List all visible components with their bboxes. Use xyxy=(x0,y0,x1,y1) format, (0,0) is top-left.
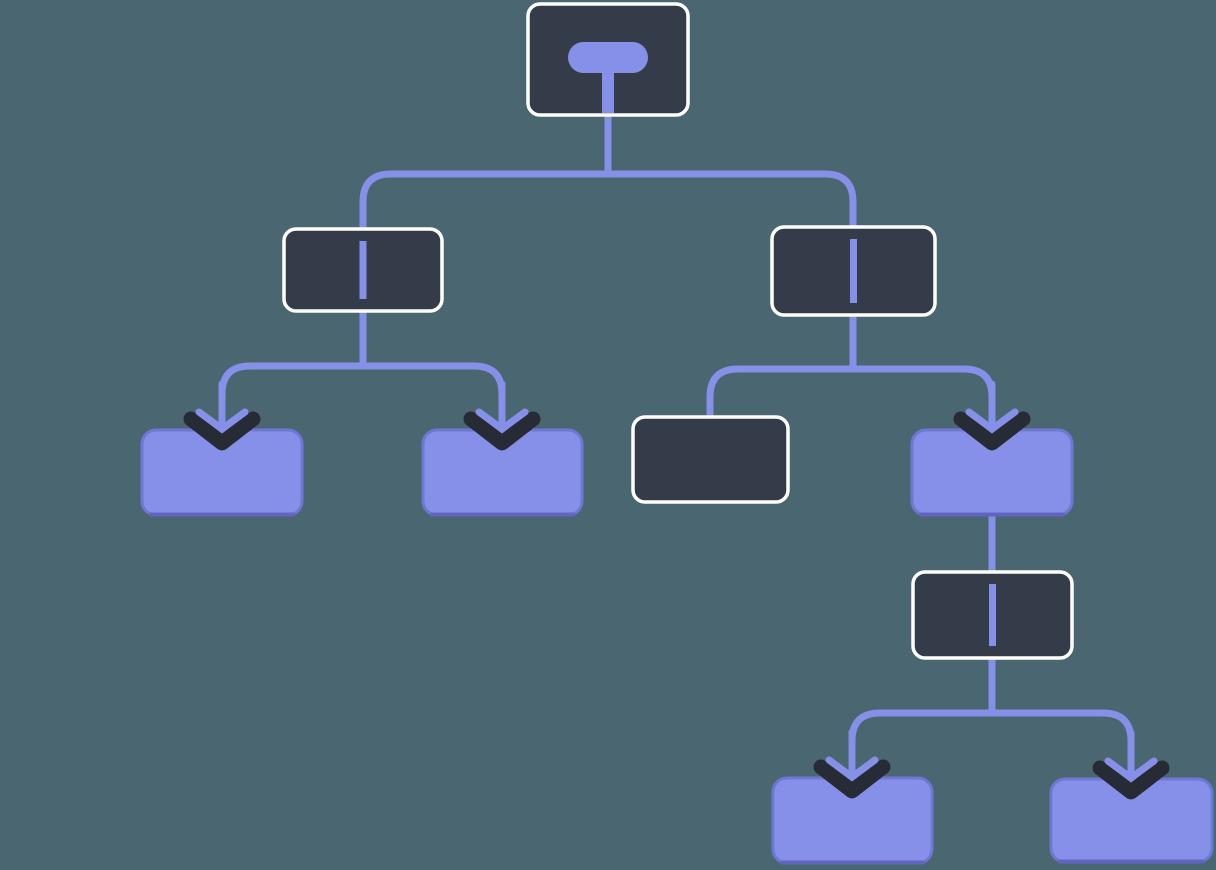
root-icon-stem xyxy=(602,60,614,113)
root-pill-icon xyxy=(568,42,648,73)
arrow-down-icon xyxy=(953,380,1031,451)
dark-node-shape xyxy=(631,415,790,504)
arrow-down-icon xyxy=(183,380,261,451)
connector-branch-right-fork xyxy=(706,312,996,419)
chevron-marker-shape xyxy=(463,411,541,451)
node-root xyxy=(526,2,690,117)
chevron-marker-shape xyxy=(183,411,261,451)
arrow-down-icon xyxy=(1092,729,1170,800)
node-dark-leaf xyxy=(631,415,790,504)
arrow-head xyxy=(1104,757,1158,782)
node-layer xyxy=(140,2,1214,865)
arrow-head xyxy=(195,408,249,433)
arrow-head xyxy=(475,408,529,433)
node-branch-left xyxy=(282,227,444,313)
arrow-layer xyxy=(183,380,1170,800)
arrow-head xyxy=(965,408,1019,433)
arrow-down-icon xyxy=(813,728,891,799)
node-branch-right xyxy=(770,225,937,317)
arrow-down-icon xyxy=(463,380,541,451)
connector-branch-left-fork xyxy=(218,308,506,408)
node-leaf-2 xyxy=(421,428,584,517)
connector-root-fork xyxy=(359,112,857,233)
connector-pass-fork xyxy=(848,654,1135,756)
chevron-marker-shape xyxy=(953,411,1031,451)
chevron-marker-shape xyxy=(1092,760,1170,800)
node-leaf-5 xyxy=(1049,777,1214,864)
chevron-marker-shape xyxy=(813,759,891,799)
arrow-head xyxy=(825,756,879,781)
node-pass-through xyxy=(911,570,1074,660)
